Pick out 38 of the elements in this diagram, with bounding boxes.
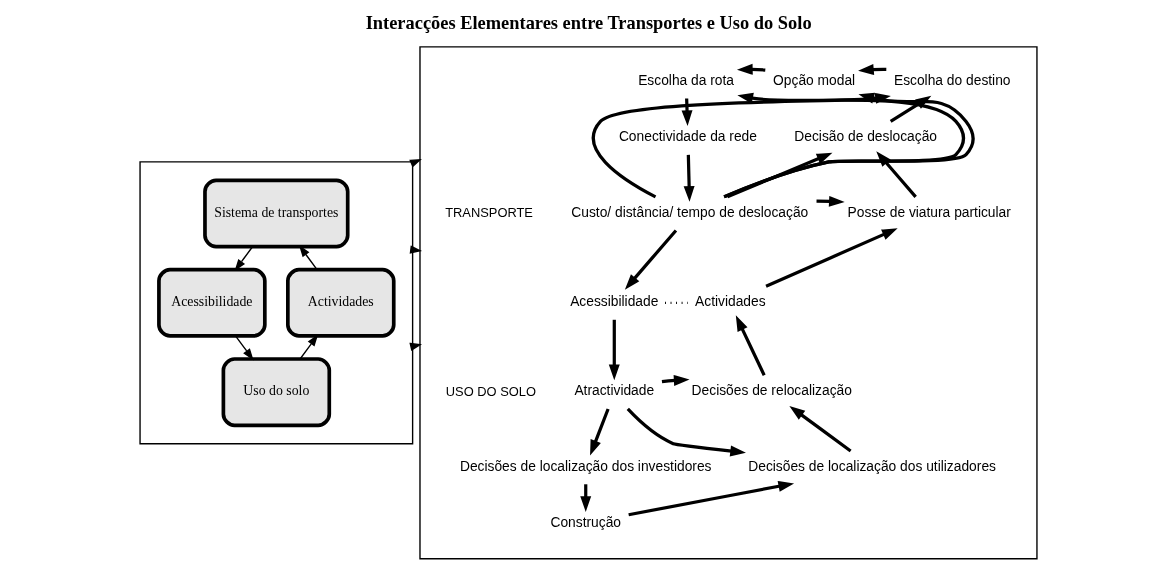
node-text: Decisões de relocalização [691,382,852,399]
arrow [298,245,318,271]
arrow [735,315,766,376]
label: USO DO SOLO [445,383,536,399]
node-box: Uso do solo [221,357,331,428]
arrow [608,319,620,381]
arrow [764,228,898,288]
node-text: Decisões de localização dos investidores [459,457,712,474]
node-text: Actividades [694,293,766,310]
node-text: Acessibilidade [569,293,658,310]
node-text: Escolha da rota [637,72,734,89]
node-text: Posse de viatura particular [847,203,1011,220]
diagram-title: Interacções Elementares entre Transportes e Uso do Solo [365,13,812,34]
node-text: Escolha do destino [893,72,1011,89]
label: TRANSPORTE [444,204,533,220]
node-text: Decisão de deslocação [793,128,937,145]
arrow [234,335,254,361]
arrow [589,408,610,456]
node-box: Acessibilidade [156,267,267,338]
node-box: Sistema de transportes [202,178,350,249]
arrow [299,334,318,360]
arrow [726,152,832,199]
connector [664,301,688,304]
node-text: Custo/ distância/ tempo de deslocação [570,203,808,220]
arrow [683,154,695,202]
cluster [418,46,1038,560]
node-text: Conectividade da rede [618,128,757,145]
node-text: Opção modal [772,72,855,89]
arrow [626,407,746,457]
arrow [788,405,852,453]
node-text: Decisões de localização dos utilizadores [747,457,996,474]
node-text: Construção [549,514,621,531]
cluster [138,161,413,445]
arrow [624,229,677,290]
node-box: Actividades [285,267,396,338]
arrow [875,151,917,198]
node-text: Atractividade [573,382,654,399]
arrow [627,480,794,517]
